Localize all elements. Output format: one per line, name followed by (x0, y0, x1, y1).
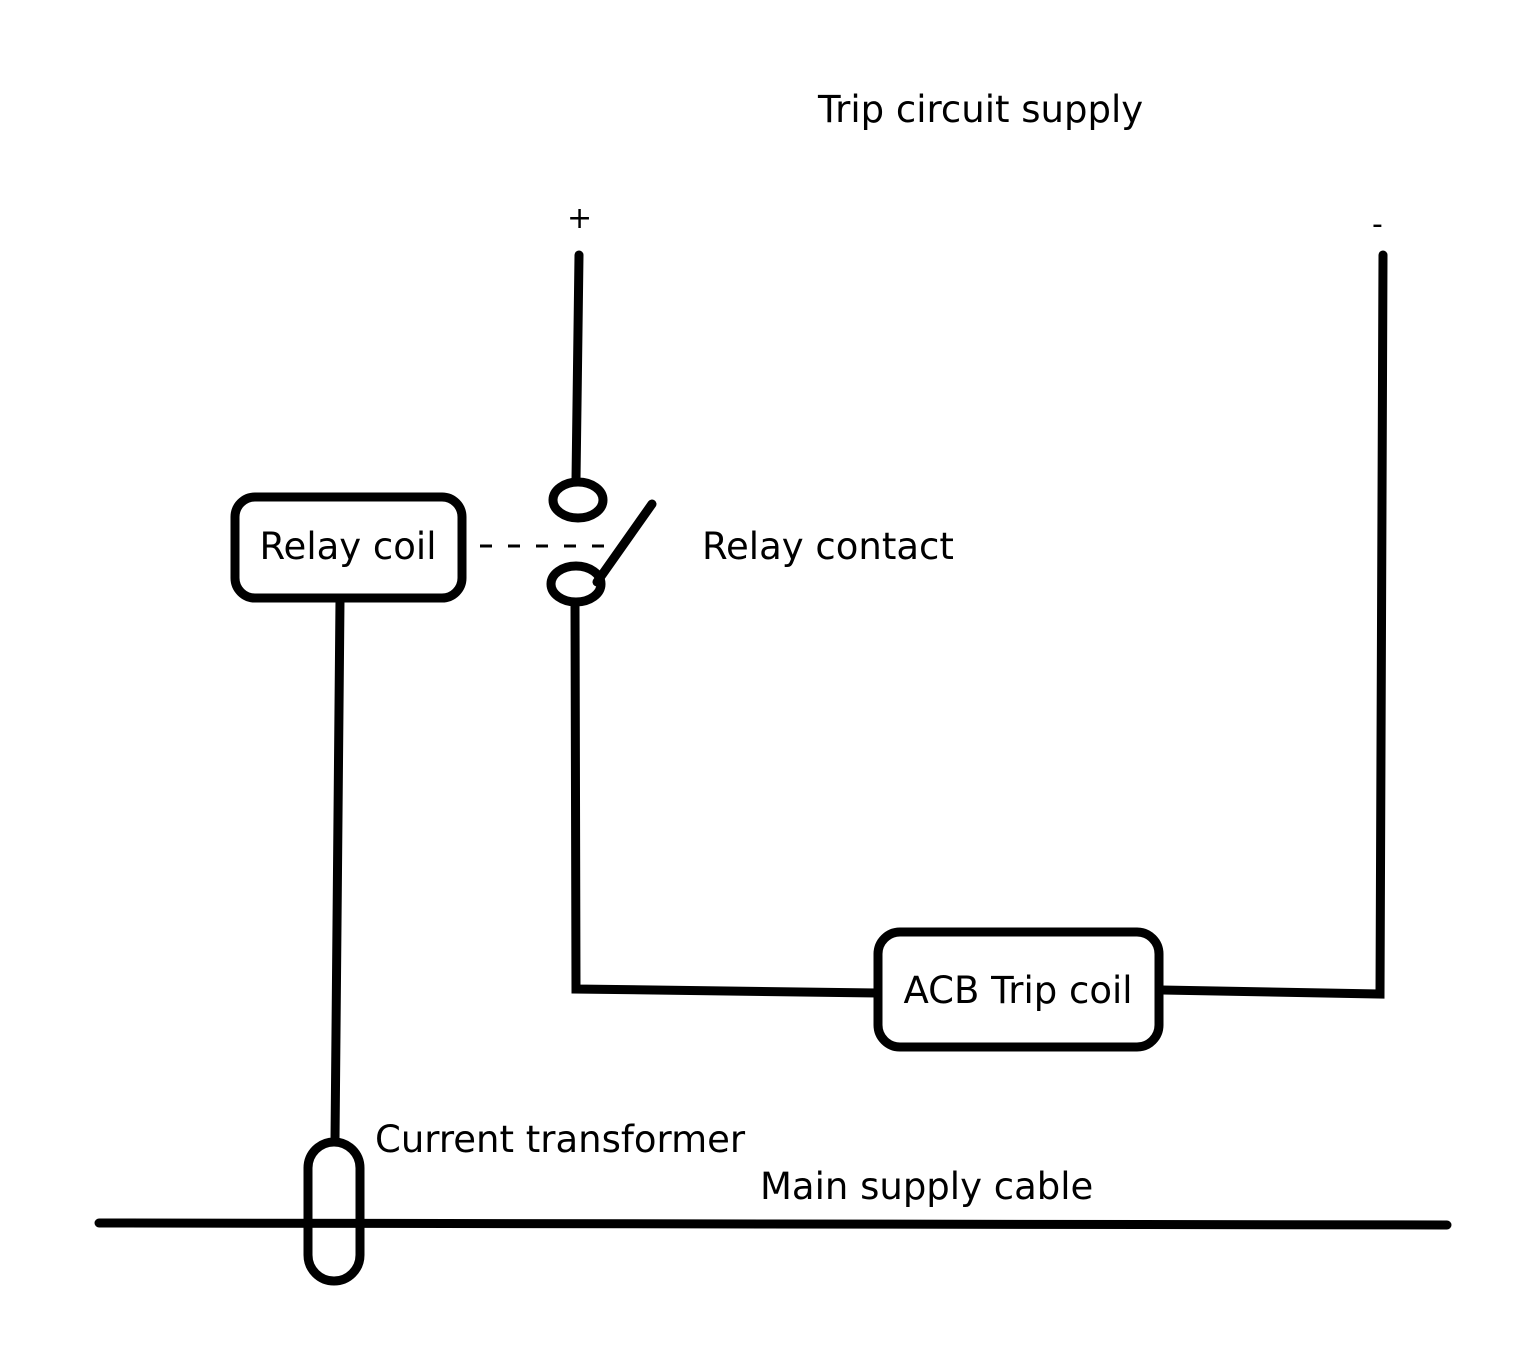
relay-contact-label: Relay contact (702, 525, 954, 568)
current-transformer-loop (303, 1137, 365, 1286)
acb-trip-coil-label: ACB Trip coil (903, 969, 1132, 1012)
minus-terminal-label: - (1372, 207, 1383, 242)
relay-coil-box (230, 492, 467, 603)
current-transformer-label: Current transformer (375, 1118, 746, 1161)
trip-coil-feed-wire (570, 599, 882, 998)
relay-coil-ct-wire (330, 595, 345, 1145)
main-supply-cable (94, 1218, 1452, 1230)
relay-contact-upper-terminal (548, 477, 608, 523)
main-supply-cable-label: Main supply cable (760, 1165, 1093, 1208)
plus-terminal-label: + (567, 201, 592, 236)
trip-circuit-supply-title: Trip circuit supply (817, 88, 1143, 131)
positive-supply-wire (571, 250, 584, 485)
relay-coil-label: Relay coil (260, 525, 437, 568)
negative-return-wire (1157, 250, 1388, 999)
relay-contact-blade (592, 499, 657, 587)
